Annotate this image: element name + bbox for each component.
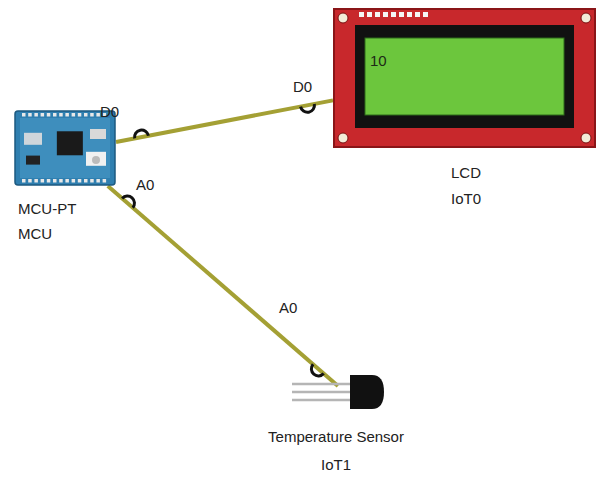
device-icon bbox=[290, 372, 386, 412]
device-caption: IoT0 bbox=[451, 190, 481, 208]
device-icon bbox=[333, 8, 596, 148]
device-caption: MCU-PT bbox=[18, 200, 76, 218]
mcu-board: MCU-PTMCU bbox=[14, 110, 116, 186]
port-marker bbox=[308, 364, 323, 378]
screen-value: 10 bbox=[370, 52, 387, 70]
port-marker bbox=[301, 104, 316, 114]
port-name: A0 bbox=[136, 176, 154, 194]
cable bbox=[108, 186, 338, 386]
cable bbox=[116, 100, 333, 142]
device-icon bbox=[14, 110, 116, 186]
port-marker bbox=[122, 193, 137, 207]
port-name: D0 bbox=[100, 103, 119, 121]
port-name: A0 bbox=[279, 299, 297, 317]
port-marker bbox=[133, 129, 148, 139]
lcd-display: 10LCDIoT0 bbox=[333, 8, 596, 148]
port-name: D0 bbox=[293, 78, 312, 96]
device-caption: MCU bbox=[18, 225, 52, 243]
device-caption: Temperature Sensor bbox=[268, 428, 404, 446]
device-caption: LCD bbox=[451, 164, 481, 182]
device-caption: IoT1 bbox=[321, 456, 351, 474]
temperature-sensor: Temperature SensorIoT1 bbox=[290, 372, 386, 412]
